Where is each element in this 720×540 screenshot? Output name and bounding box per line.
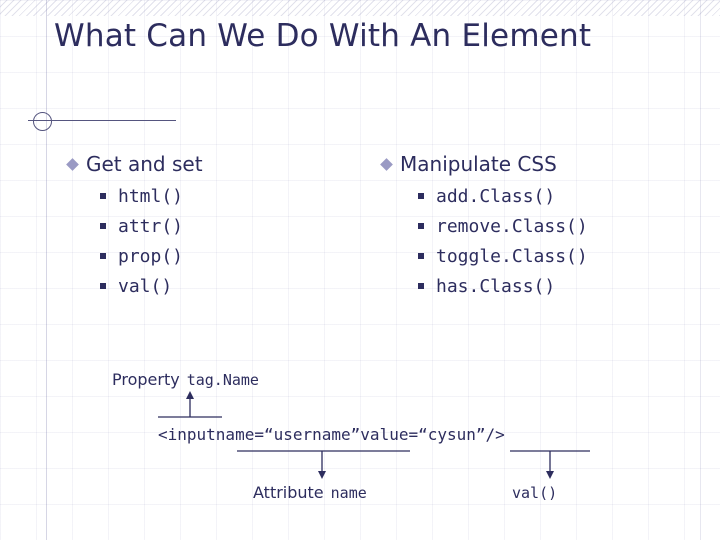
list-item: val() [100, 278, 368, 296]
list-item: remove.Class() [418, 218, 692, 236]
column-get-and-set: Get and set html() attr() prop() val() [66, 152, 368, 296]
list-item-label: remove.Class() [436, 216, 588, 237]
column-heading-right: Manipulate CSS [380, 152, 692, 176]
property-value: tag.Name [186, 371, 259, 389]
code-sample: <input name=“username” value=“cysun” /> [158, 425, 505, 444]
square-bullet-icon [418, 223, 424, 229]
page-title: What Can We Do With An Element [54, 18, 592, 54]
property-label: Property [112, 370, 180, 389]
column-heading-left: Get and set [66, 152, 368, 176]
square-bullet-icon [418, 193, 424, 199]
attribute-label: Attribute [253, 483, 324, 502]
value-function-label: val() [512, 484, 558, 502]
list-item: has.Class() [418, 278, 692, 296]
property-arrow-icon [186, 391, 194, 399]
list-item: toggle.Class() [418, 248, 692, 266]
code-attribute-name: name=“username” [215, 425, 361, 444]
square-bullet-icon [100, 283, 106, 289]
list-item: add.Class() [418, 188, 692, 206]
attribute-value: name [330, 484, 367, 502]
list-item-label: has.Class() [436, 276, 556, 297]
square-bullet-icon [100, 253, 106, 259]
list-item-label: attr() [118, 216, 184, 237]
square-bullet-icon [100, 223, 106, 229]
column-heading-right-label: Manipulate CSS [400, 152, 557, 176]
column-heading-left-label: Get and set [86, 152, 203, 176]
list-item-label: val() [118, 276, 173, 297]
square-bullet-icon [418, 283, 424, 289]
square-bullet-icon [418, 253, 424, 259]
column-manipulate-css: Manipulate CSS add.Class() remove.Class(… [380, 152, 692, 296]
title-underline [54, 120, 176, 121]
list-item-label: prop() [118, 246, 184, 267]
attribute-arrow-icon [318, 471, 326, 479]
square-bullet-icon [100, 193, 106, 199]
code-tag-close: /> [485, 425, 505, 444]
title-ornament-circle [33, 112, 52, 131]
attribute-annotation: Attribute name [253, 483, 367, 502]
list-item-label: toggle.Class() [436, 246, 588, 267]
value-arrow-icon [546, 471, 554, 479]
code-tag-open: <input [158, 425, 216, 444]
property-annotation: Property tag.Name [112, 370, 259, 389]
list-item-label: add.Class() [436, 186, 556, 207]
code-attribute-value: value=“cysun” [360, 425, 486, 444]
list-item-label: html() [118, 186, 184, 207]
list-item: prop() [100, 248, 368, 266]
list-item: attr() [100, 218, 368, 236]
list-item: html() [100, 188, 368, 206]
